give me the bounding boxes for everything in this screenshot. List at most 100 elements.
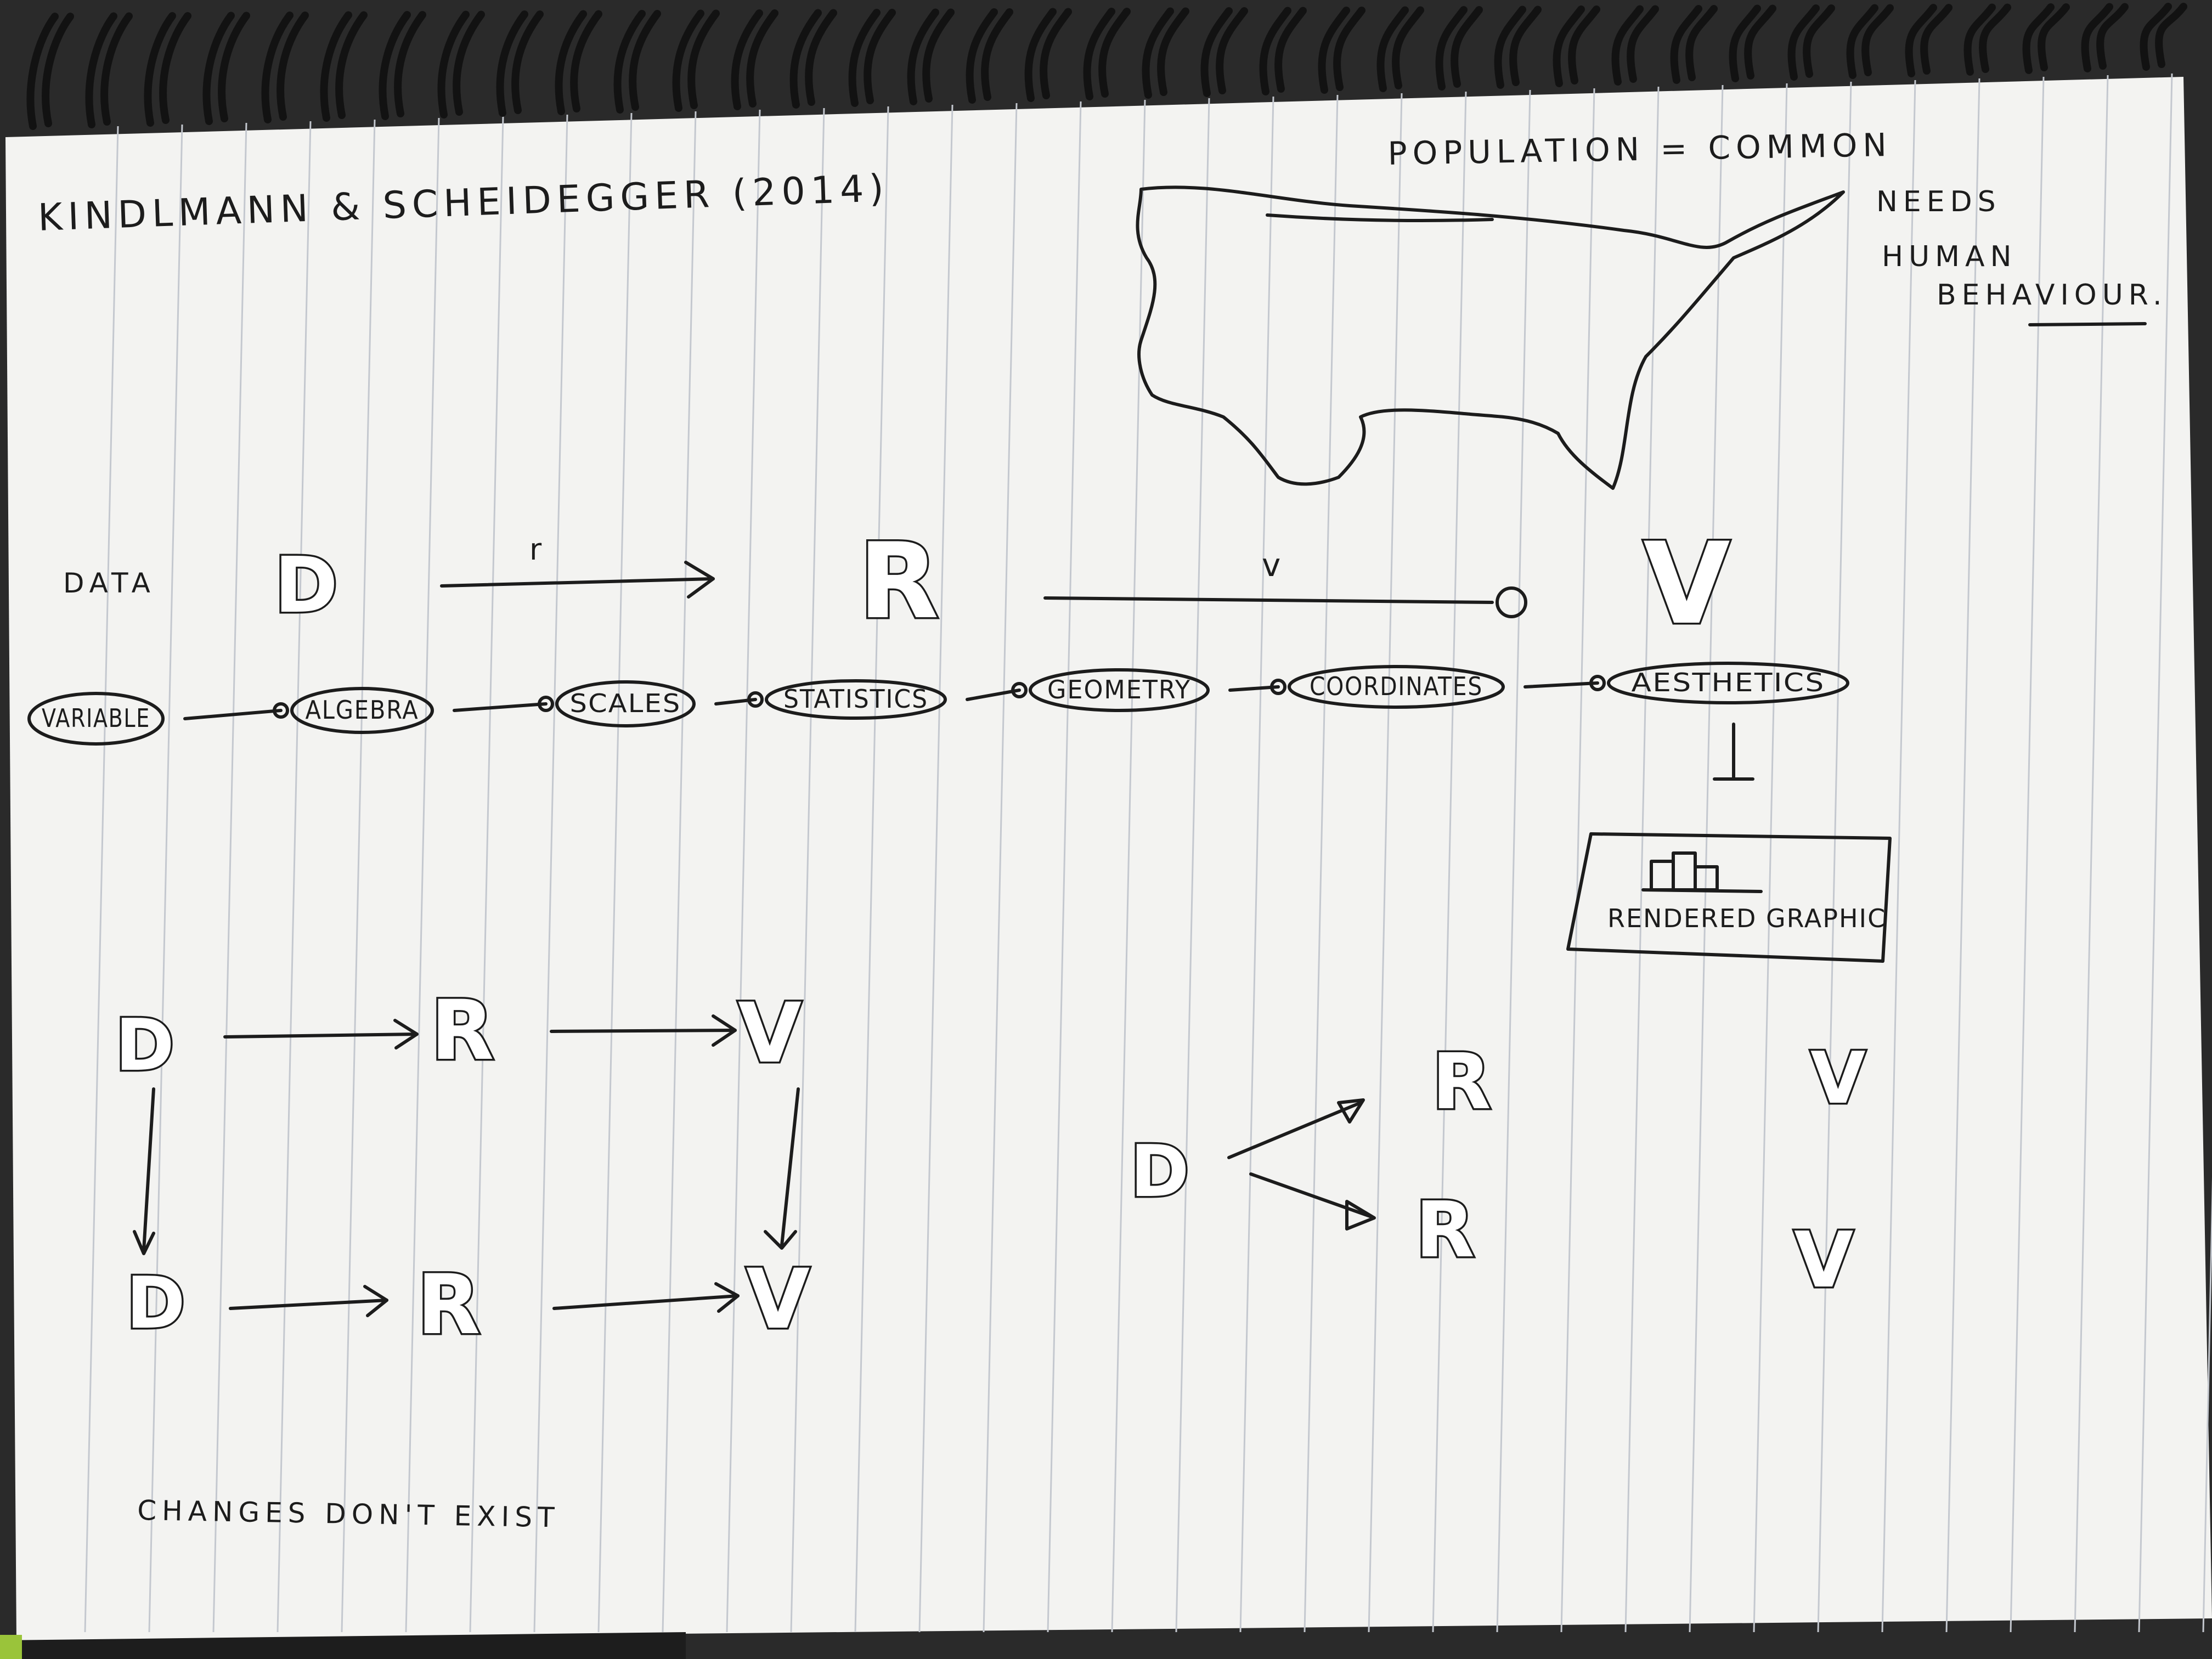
- spiral-coil: [2140, 3, 2172, 71]
- spiral-coil: [42, 13, 74, 127]
- pipeline-step: SCALES: [555, 680, 696, 727]
- ruled-line: [1560, 88, 1595, 1633]
- pipeline-step-ellipse: [27, 692, 165, 746]
- spiral-coil: [2081, 3, 2113, 72]
- spiral-coil: [1040, 8, 1072, 99]
- spiral-coil: [1392, 6, 1424, 89]
- spiral-coil: [789, 9, 822, 109]
- spiral-binding: [26, 3, 2187, 130]
- spiral-coil: [966, 8, 998, 104]
- ruled-line: [597, 112, 633, 1633]
- r-to-v-arrow: [1043, 596, 1494, 604]
- ruled-line: [1753, 83, 1788, 1633]
- ll-arrowhead-v-down: [764, 1230, 797, 1250]
- ruled-line: [1881, 80, 1916, 1633]
- ruled-line: [2202, 1177, 2212, 1633]
- ruled-line: [1368, 93, 1403, 1633]
- pipeline-arrow: [966, 689, 1021, 701]
- spiral-coil: [864, 9, 896, 104]
- spiral-coil: [1979, 3, 2011, 73]
- ll-arrow-v-down: [780, 1087, 800, 1247]
- spiral-coil: [1509, 5, 1542, 86]
- spiral-coil: [335, 11, 368, 119]
- ll-arrowhead-r-v-bottom: [714, 1282, 740, 1313]
- rendered-graphic-label: RENDERED GRAPHIC: [1607, 904, 1886, 933]
- pipeline-arrow: [1523, 681, 1599, 689]
- spiral-coil: [1920, 4, 1953, 75]
- spiral-coil: [276, 12, 309, 121]
- spiral-coil: [629, 10, 661, 111]
- ruled-line: [405, 117, 440, 1633]
- ll-arrowhead-d-r-bottom: [363, 1285, 388, 1317]
- spiral-coil: [1787, 4, 1820, 81]
- map-border-line: [1266, 213, 1494, 222]
- ruled-line: [1304, 94, 1339, 1633]
- spiral-coil: [394, 11, 426, 117]
- lr-r-bottom: R: [1415, 1186, 1475, 1275]
- pipeline-step: ALGEBRA: [290, 687, 434, 734]
- spiral-coil: [1494, 5, 1526, 89]
- ll-arrowhead-d-down: [133, 1230, 155, 1255]
- pipeline-arrowhead: [1589, 675, 1606, 691]
- spiral-coil: [907, 8, 939, 105]
- spiral-coil: [922, 8, 955, 103]
- spiral-coil: [1627, 5, 1659, 83]
- ruled-line: [212, 122, 247, 1633]
- lr-arrow-d-r-top: [1227, 1101, 1362, 1159]
- ruled-line: [918, 104, 953, 1633]
- spiral-coil: [1024, 8, 1057, 102]
- spiral-coil: [731, 9, 763, 110]
- pipeline-step-label: COORDINATES: [1310, 672, 1483, 701]
- spiral-coil: [2038, 3, 2070, 71]
- spiral-coil: [1376, 6, 1409, 92]
- spiral-coil: [1200, 7, 1233, 97]
- ruled-line: [533, 114, 568, 1633]
- pipeline-arrowhead: [1011, 682, 1028, 698]
- spiral-coil: [1963, 3, 1996, 76]
- usb-cable: [0, 1635, 22, 1659]
- spiral-coil: [848, 9, 881, 107]
- ruled-line: [469, 116, 504, 1633]
- ruled-line: [276, 121, 312, 1633]
- data-to-r-arrowhead: [684, 561, 715, 599]
- spiral-coil: [1142, 7, 1174, 99]
- spiral-coil: [26, 13, 59, 130]
- spiral-coil: [496, 10, 528, 117]
- pipeline-arrowhead: [538, 696, 554, 712]
- lr-r-top: R: [1432, 1037, 1491, 1127]
- ruled-line: [2138, 73, 2173, 1633]
- spiral-coil: [453, 10, 485, 116]
- data-label: DATA: [63, 567, 156, 599]
- spiral-coil: [437, 10, 470, 119]
- spiral-coil: [379, 11, 411, 120]
- ruled-line: [1432, 91, 1467, 1633]
- lr-v-bottom: V: [1794, 1216, 1853, 1305]
- ruled-line: [1239, 96, 1274, 1633]
- pipeline-step: STATISTICS: [765, 679, 947, 720]
- ruled-line: [726, 109, 761, 1633]
- pipeline-step-ellipse: [1288, 665, 1505, 709]
- spiral-coil: [1451, 6, 1483, 88]
- spiral-coil: [2096, 3, 2129, 70]
- note-needs: NEEDS: [1876, 185, 2001, 218]
- spiral-coil: [613, 10, 646, 114]
- spiral-coil: [1744, 4, 1776, 80]
- pipeline-arrowhead: [747, 691, 764, 708]
- spiral-coil: [144, 12, 176, 127]
- ll-d-top: D: [115, 1003, 174, 1087]
- page-shadow: [0, 1632, 686, 1659]
- ll-arrowhead-r-v-top: [712, 1014, 737, 1047]
- spiral-coil: [1259, 7, 1291, 95]
- pipeline-step-label: ALGEBRA: [306, 695, 419, 725]
- ruled-line: [1945, 78, 1980, 1633]
- ruled-line: [84, 126, 119, 1633]
- spiral-coil: [511, 10, 544, 114]
- spiral-coil: [1333, 7, 1365, 91]
- spiral-coil: [218, 12, 250, 122]
- ruled-line: [1047, 101, 1082, 1633]
- data-r-letter: R: [859, 521, 939, 642]
- ll-r-bottom: R: [417, 1257, 481, 1353]
- ruled-line: [662, 111, 697, 1633]
